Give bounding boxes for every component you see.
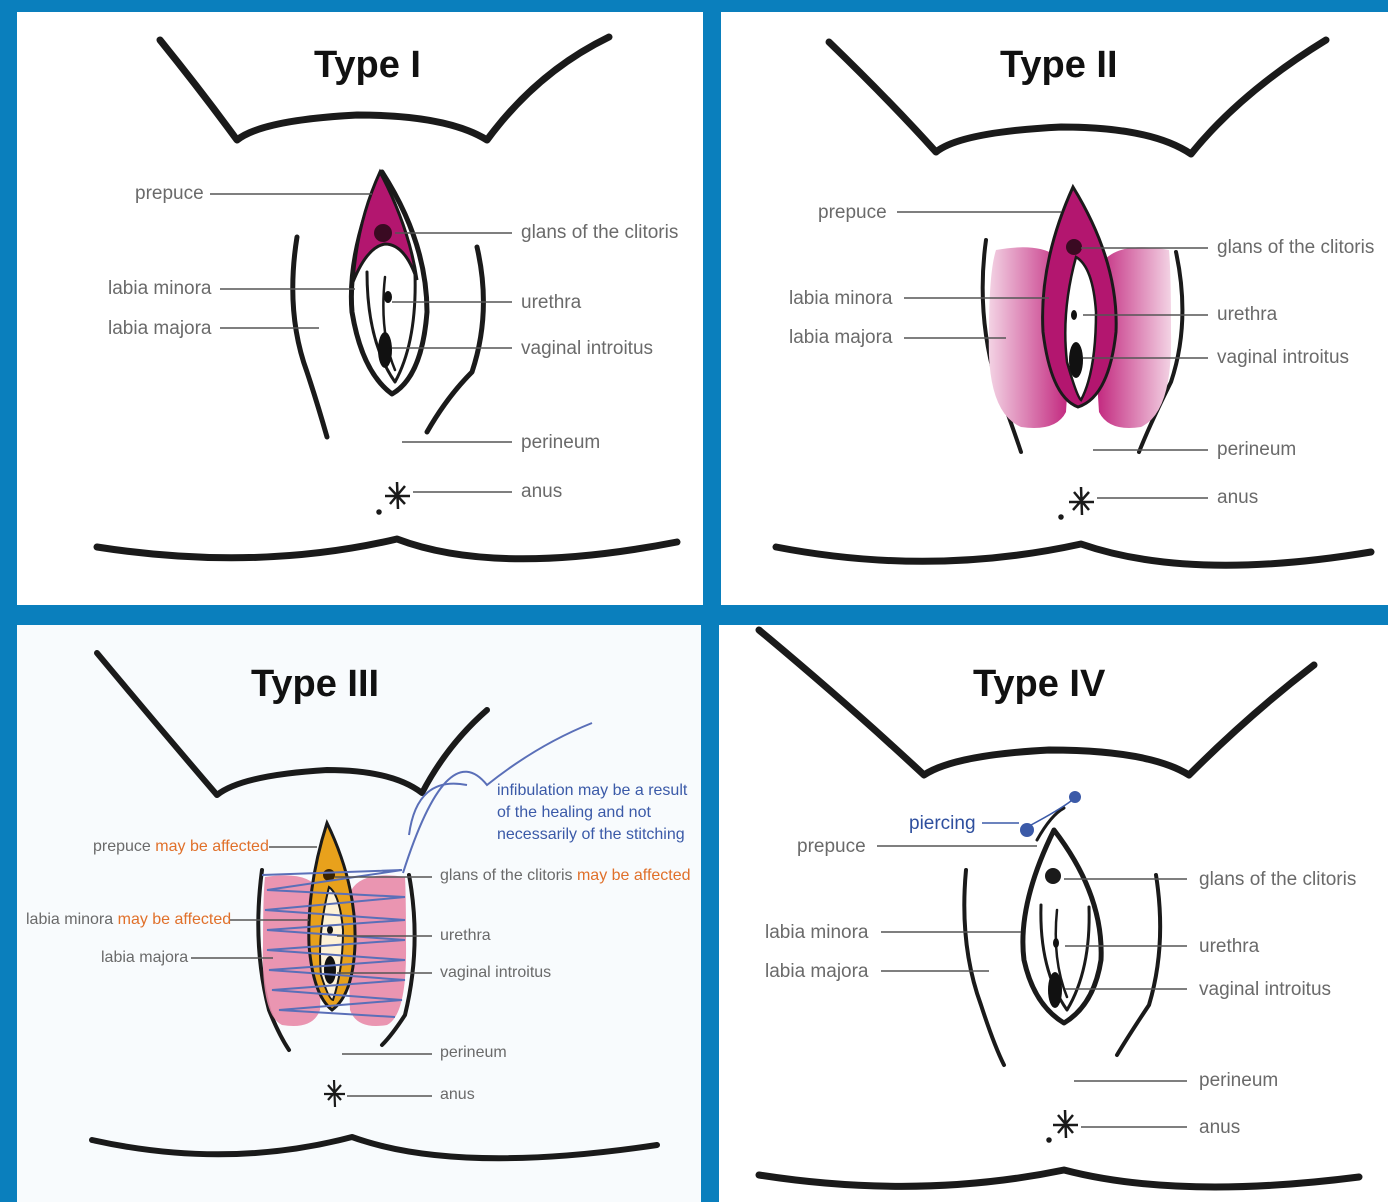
labia-majora-label: labia majora (765, 962, 869, 981)
labia-majora-label: labia majora (108, 319, 212, 338)
glans-label: glans of the clitoris (1199, 870, 1356, 889)
urethra-label: urethra (1199, 937, 1259, 956)
glans-label: glans of the clitoris (1217, 238, 1374, 257)
labia-minora-label: labia minora (765, 923, 869, 942)
may-be-affected-text: may be affected (577, 867, 691, 884)
anus-label: anus (1217, 488, 1258, 507)
labia-minora-label: labia minora (108, 279, 212, 298)
urethra-label: urethra (440, 928, 491, 944)
panel-type-1: Type I prepuce glans of the clitoris lab… (17, 12, 703, 605)
prepuce-label: prepuce (135, 184, 204, 203)
note-line-2: of the healing and not (497, 802, 687, 824)
panel-type-4: Type IV piercing prepuce glans of the cl… (719, 625, 1388, 1202)
note-line-1: infibulation may be a result (497, 780, 687, 802)
vaginal-introitus-label: vaginal introitus (1199, 980, 1331, 999)
infibulation-note: infibulation may be a result of the heal… (497, 780, 687, 846)
vaginal-introitus-label: vaginal introitus (521, 339, 653, 358)
perineum-label: perineum (440, 1045, 507, 1061)
prepuce-label: prepuce (797, 837, 866, 856)
glans-text: glans of the clitoris (440, 867, 573, 884)
type-4-illustration (719, 625, 1388, 1202)
anus-label: anus (521, 482, 562, 501)
panel-title: Type II (1000, 44, 1118, 87)
piercing-label: piercing (909, 814, 976, 833)
prepuce-label: prepuce may be affected (93, 839, 269, 855)
vaginal-introitus-label: vaginal introitus (1217, 348, 1349, 367)
type-1-illustration (17, 12, 703, 605)
anus-label: anus (1199, 1118, 1240, 1137)
glans-label: glans of the clitoris (521, 223, 678, 242)
note-line-3: necessarily of the stitching (497, 824, 687, 846)
panel-title: Type III (251, 663, 379, 706)
urethra-label: urethra (521, 293, 581, 312)
labia-majora-label: labia majora (789, 328, 893, 347)
panel-title: Type I (314, 44, 421, 87)
prepuce-label: prepuce (818, 203, 887, 222)
anus-label: anus (440, 1087, 475, 1103)
may-be-affected-text: may be affected (155, 838, 269, 855)
labia-minora-label: labia minora (789, 289, 893, 308)
panel-type-2: Type II prepuce glans of the clitoris la… (721, 12, 1388, 605)
prepuce-text: prepuce (93, 838, 151, 855)
labia-minora-text: labia minora (26, 911, 113, 928)
perineum-label: perineum (1199, 1071, 1278, 1090)
panel-title: Type IV (973, 663, 1105, 706)
panel-type-3: Type III infibulation may be a result of… (17, 625, 701, 1202)
labia-majora-label: labia majora (101, 950, 188, 966)
glans-label: glans of the clitoris may be affected (440, 868, 691, 884)
labia-minora-label: labia minora may be affected (26, 912, 231, 928)
may-be-affected-text: may be affected (118, 911, 232, 928)
vaginal-introitus-label: vaginal introitus (440, 965, 551, 981)
perineum-label: perineum (521, 433, 600, 452)
perineum-label: perineum (1217, 440, 1296, 459)
urethra-label: urethra (1217, 305, 1277, 324)
